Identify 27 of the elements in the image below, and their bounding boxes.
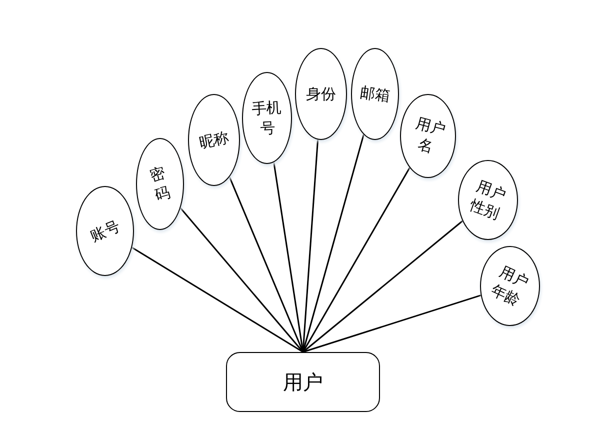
attribute-label: 用户性别 (466, 176, 510, 225)
attribute-label: 身份 (305, 84, 337, 104)
connector-line (180, 208, 304, 352)
connector-line (302, 167, 410, 352)
attribute-ellipse (242, 72, 292, 164)
attribute-ellipse (351, 48, 399, 140)
attribute-ellipse (480, 246, 540, 326)
attribute-label: 用户年龄 (487, 261, 533, 312)
attribute-label: 密码 (146, 162, 174, 206)
attribute-label: 手机号 (250, 97, 283, 139)
entity-box (226, 352, 380, 412)
attribute-ellipse (458, 160, 518, 240)
attribute-label: 昵称 (196, 127, 232, 154)
attribute-ellipse (136, 138, 184, 230)
attribute-ellipse (188, 94, 240, 186)
attribute-ellipse (295, 48, 347, 140)
attribute-ellipse (76, 186, 134, 276)
connector-line (302, 294, 482, 353)
connector-line (302, 134, 364, 352)
attribute-label: 用户 (283, 368, 323, 396)
attribute-label: 邮箱 (358, 82, 392, 106)
attribute-label: 用户名 (412, 112, 448, 158)
connector-line (132, 246, 304, 353)
attribute-label: 账号 (86, 216, 124, 246)
connector-line (302, 220, 463, 353)
attribute-ellipse (400, 94, 456, 178)
connector-line (228, 176, 304, 352)
